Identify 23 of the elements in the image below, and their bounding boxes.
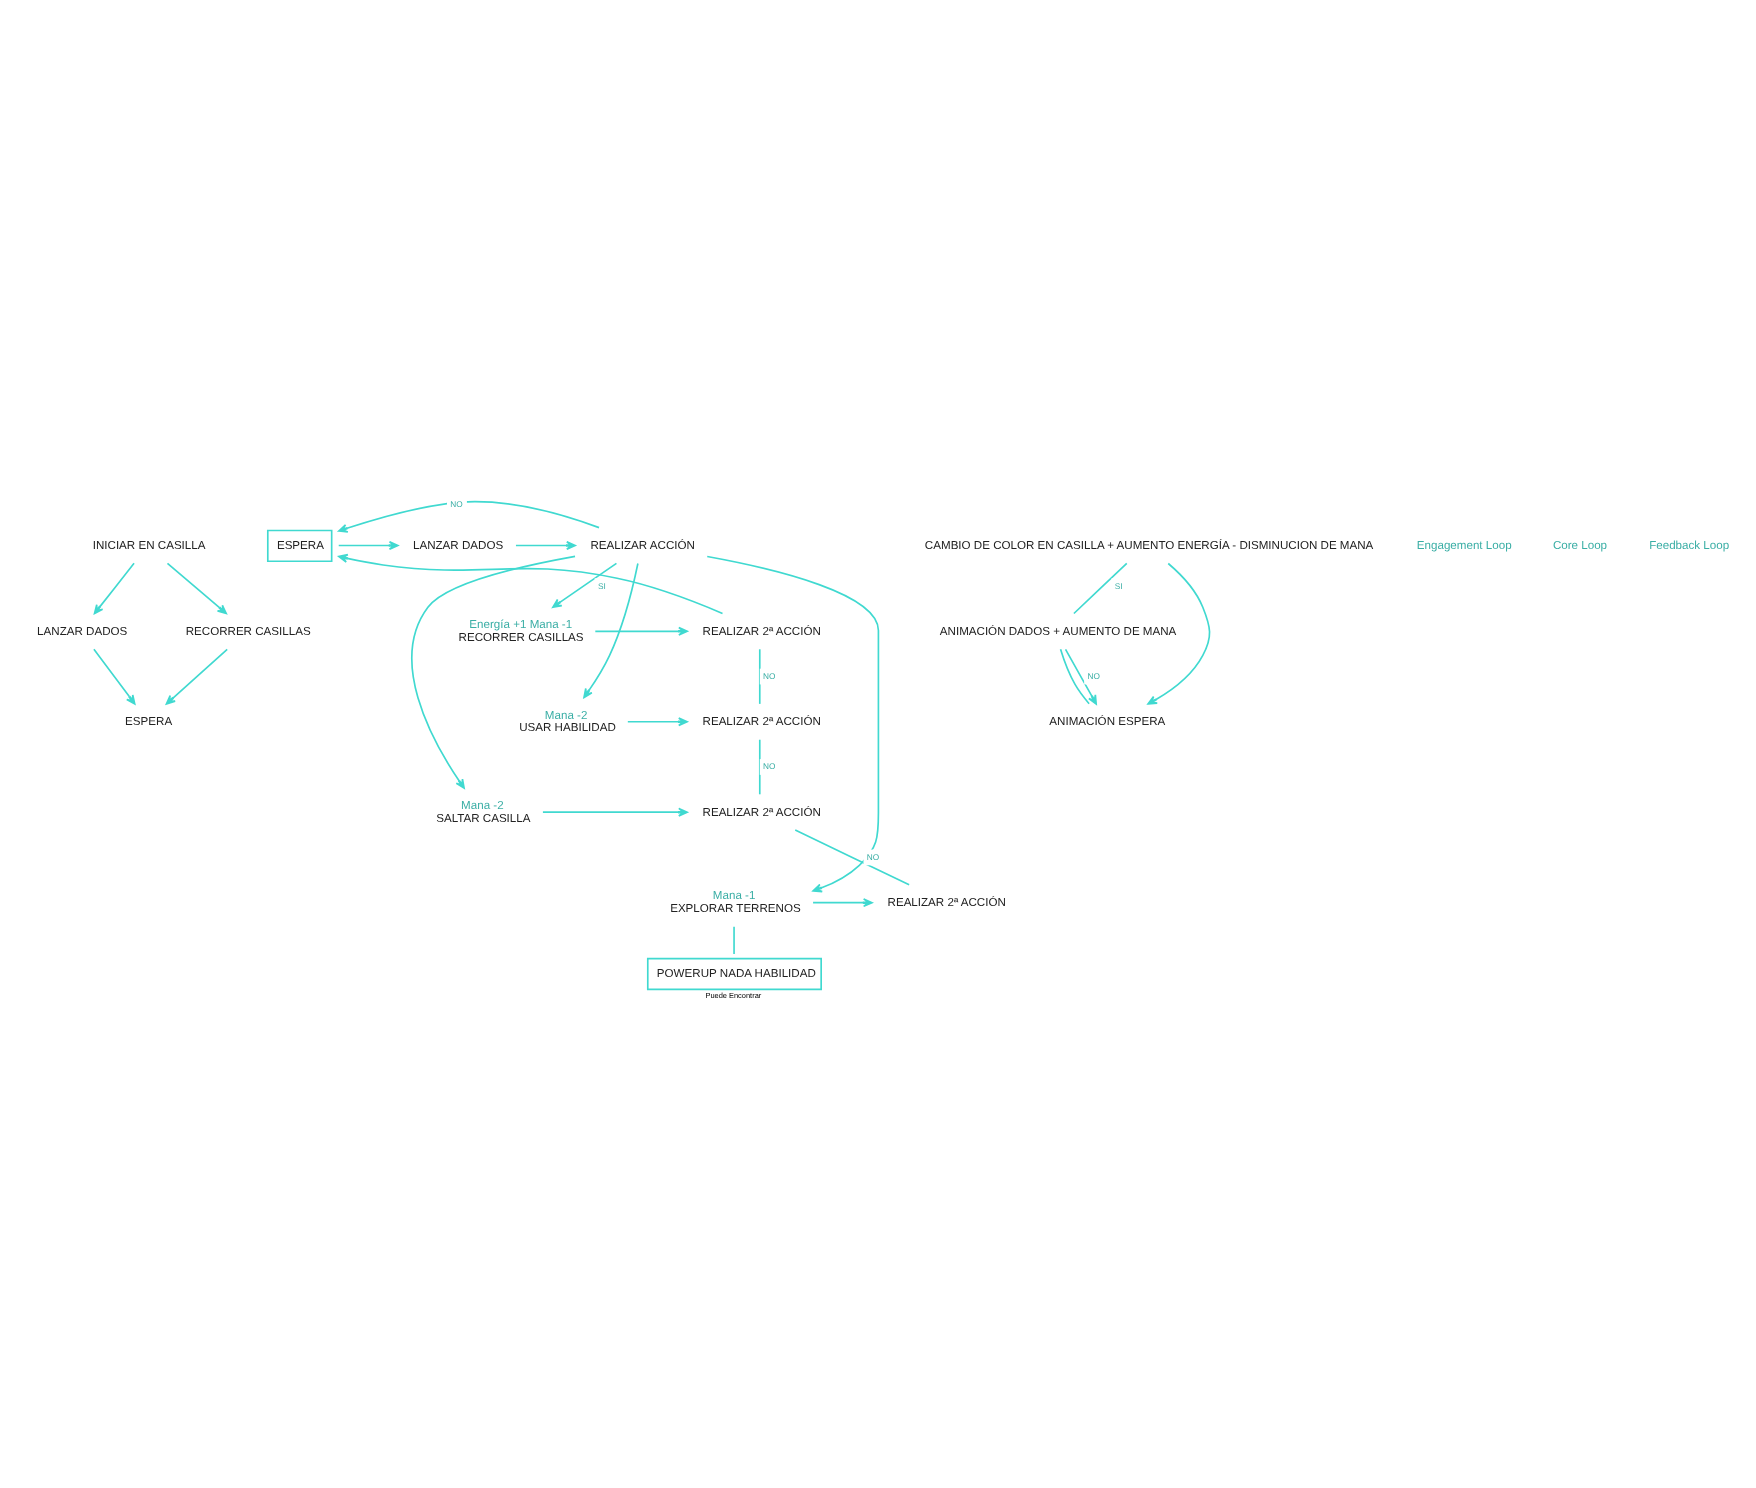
arrow bbox=[337, 499, 600, 532]
arrow bbox=[93, 561, 135, 614]
connector bbox=[758, 647, 761, 704]
arrow bbox=[166, 561, 228, 614]
arrow bbox=[411, 554, 576, 788]
arrow bbox=[165, 647, 228, 704]
arrow bbox=[1064, 647, 1097, 704]
arrow bbox=[706, 554, 880, 892]
connector bbox=[794, 828, 910, 885]
arrow bbox=[812, 897, 873, 907]
arrow bbox=[93, 647, 136, 704]
arrow bbox=[627, 716, 688, 726]
arrow bbox=[338, 552, 724, 614]
connector bbox=[758, 737, 761, 795]
arrow bbox=[583, 561, 639, 698]
arrow bbox=[552, 561, 618, 608]
arrow bbox=[337, 539, 399, 550]
arrow bbox=[594, 625, 688, 635]
arrow bbox=[515, 539, 576, 550]
arrow bbox=[542, 806, 688, 816]
connector bbox=[733, 924, 735, 954]
arrow bbox=[1147, 561, 1211, 704]
connector bbox=[1059, 647, 1090, 704]
